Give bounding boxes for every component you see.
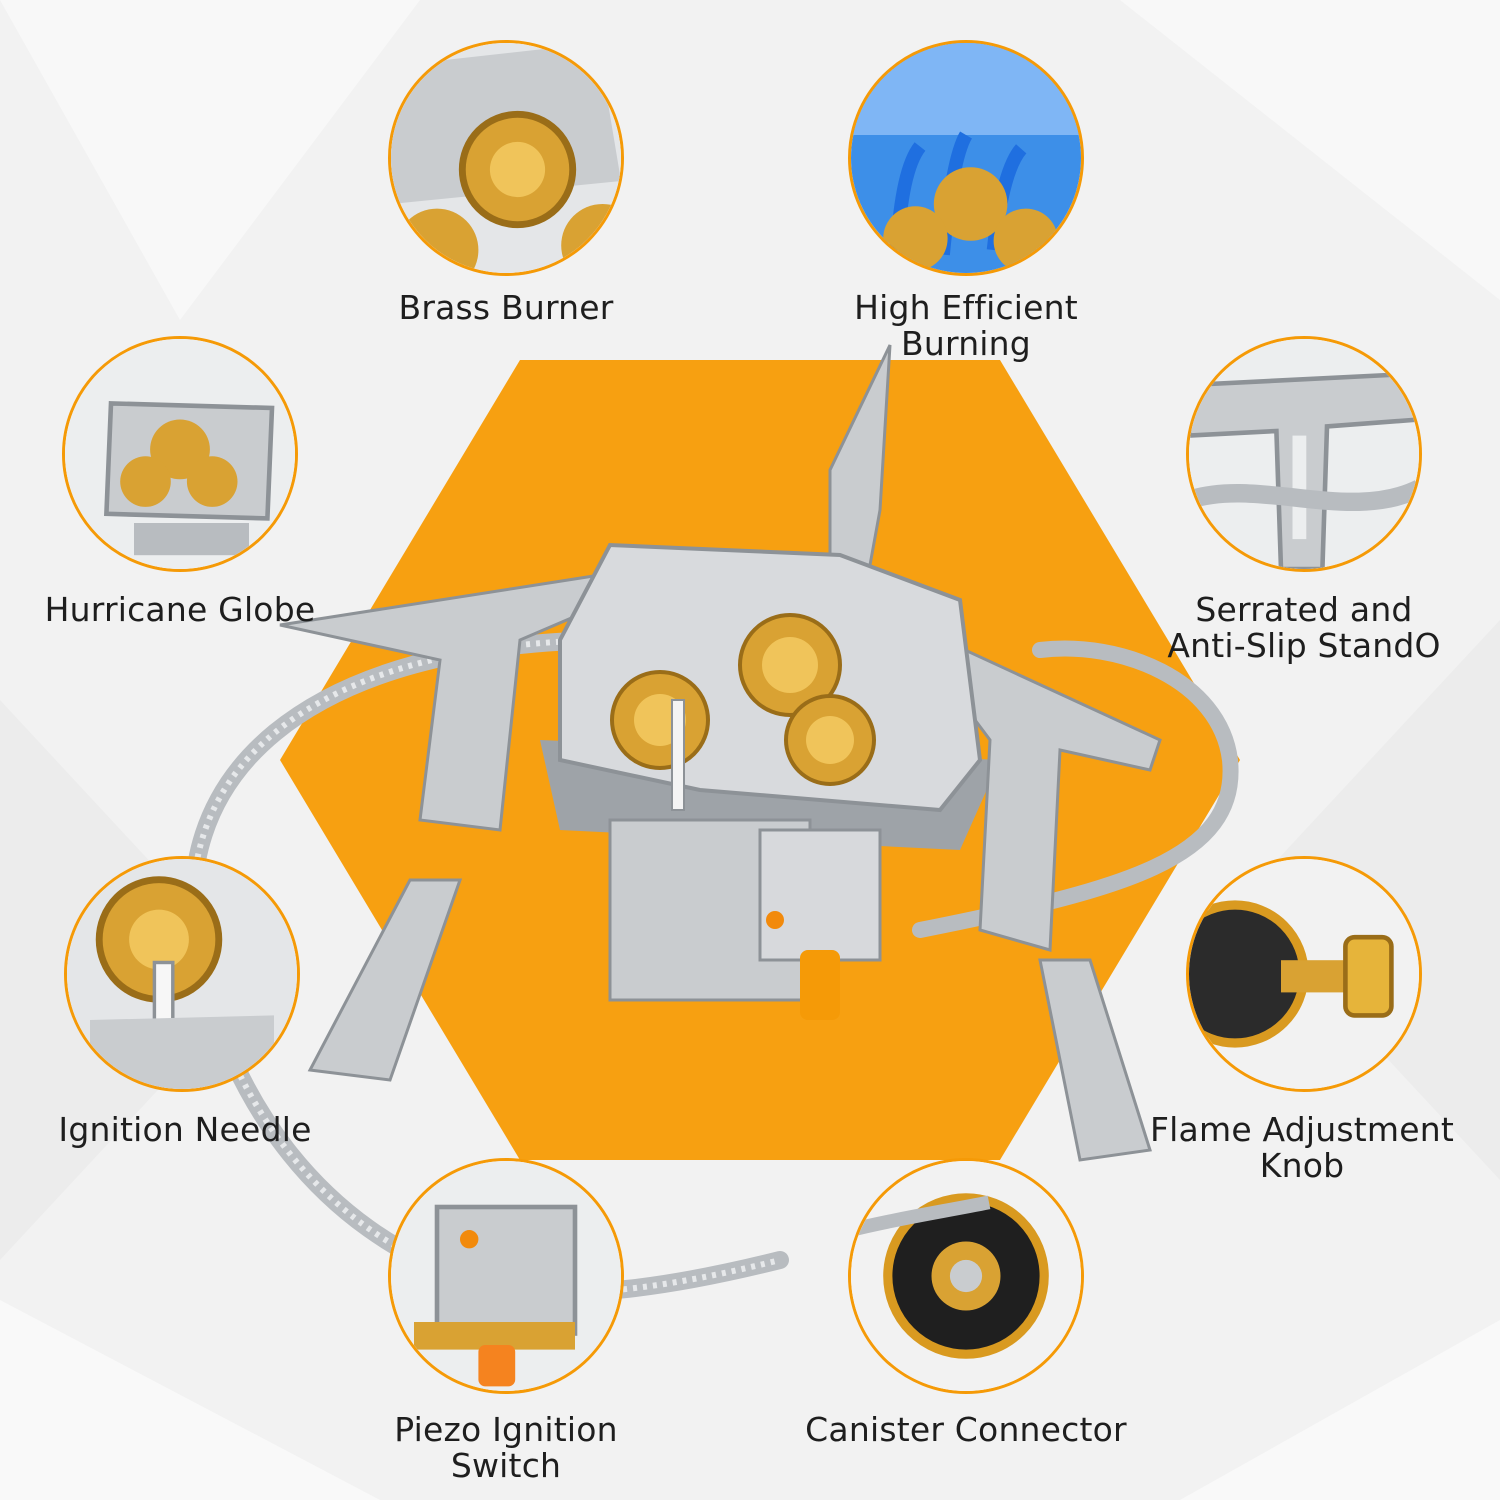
adjustment-knob-icon xyxy=(1189,859,1419,1089)
label-canister-connector: Canister Connector xyxy=(805,1410,1127,1449)
callout-serrated-stand xyxy=(1186,336,1422,572)
piezo-switch-icon xyxy=(391,1161,621,1391)
label-ignition-needle: Ignition Needle xyxy=(58,1110,312,1149)
label-hurricane-globe: Hurricane Globe xyxy=(44,590,316,629)
callout-hurricane-globe xyxy=(62,336,298,572)
brass-burner-icon xyxy=(391,43,621,273)
callout-ignition-needle xyxy=(64,856,300,1092)
serrated-stand-icon xyxy=(1189,339,1419,569)
stove-illustration xyxy=(184,344,1239,1302)
label-serrated-stand: Serrated and Anti-Slip StandO xyxy=(1167,590,1441,665)
gas-hose-right xyxy=(912,640,1239,938)
windshield-icon xyxy=(65,339,295,569)
label-flame-adjustment-knob: Flame Adjustment Knob xyxy=(1150,1110,1454,1185)
callout-canister-connector xyxy=(848,1158,1084,1394)
blue-flame-icon xyxy=(851,43,1081,273)
label-piezo-ignition-switch: Piezo Ignition Switch xyxy=(394,1410,618,1485)
callout-high-efficient-burning xyxy=(848,40,1084,276)
callout-piezo-ignition-switch xyxy=(388,1158,624,1394)
label-brass-burner: Brass Burner xyxy=(398,288,614,327)
canister-connector-icon xyxy=(851,1161,1081,1391)
callout-brass-burner xyxy=(388,40,624,276)
callout-flame-adjustment-knob xyxy=(1186,856,1422,1092)
ignition-needle-icon xyxy=(67,859,297,1089)
label-high-efficient-burning: High Efficient Burning xyxy=(854,288,1078,363)
